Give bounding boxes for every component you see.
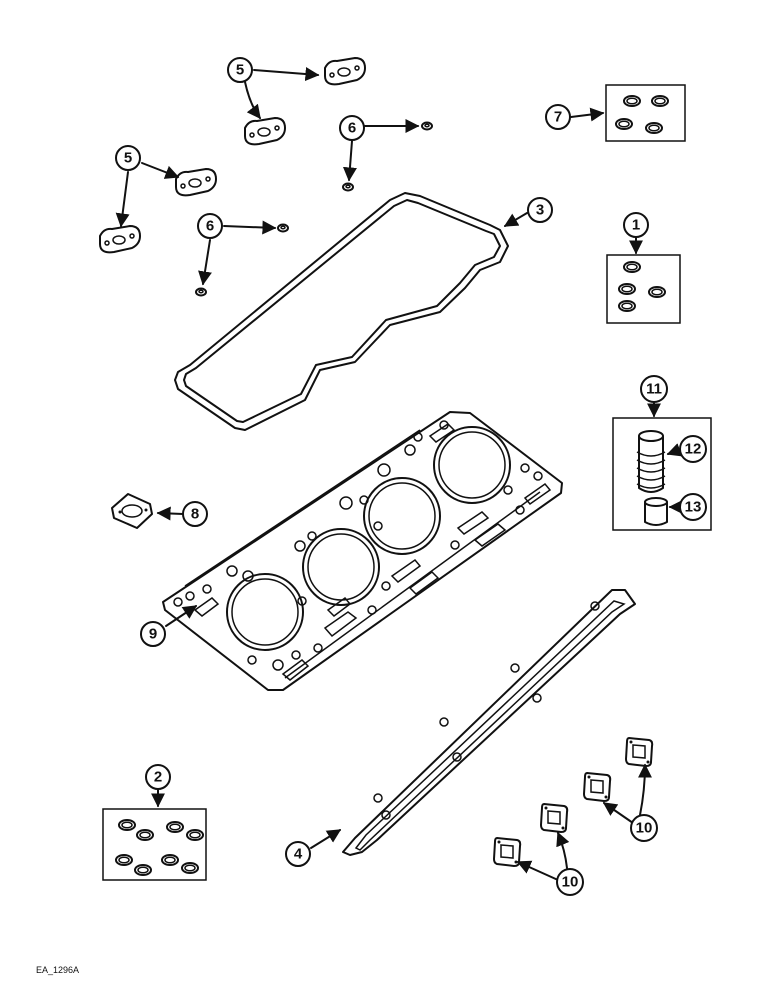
svg-text:1: 1 bbox=[632, 217, 640, 234]
svg-text:6: 6 bbox=[206, 218, 214, 235]
flange-gasket-upper bbox=[244, 117, 286, 146]
svg-text:13: 13 bbox=[685, 499, 702, 516]
callout-3: 3 bbox=[527, 197, 553, 223]
callout-7: 7 bbox=[545, 104, 571, 130]
flange-gasket-top bbox=[324, 57, 366, 86]
svg-text:7: 7 bbox=[554, 109, 562, 126]
callout-6-lower: 6 bbox=[197, 213, 223, 239]
manifold-gasket bbox=[342, 589, 636, 856]
svg-text:8: 8 bbox=[191, 506, 199, 523]
callout-9: 9 bbox=[140, 621, 166, 647]
svg-text:10: 10 bbox=[562, 874, 579, 891]
valve-seal-cup bbox=[644, 497, 668, 526]
svg-text:4: 4 bbox=[294, 846, 303, 863]
callout-1: 1 bbox=[623, 212, 649, 238]
callout-10-lower: 10 bbox=[556, 868, 584, 896]
plate-gasket-4 bbox=[493, 837, 522, 867]
callout-13: 13 bbox=[679, 493, 707, 521]
flange-gasket-middle bbox=[175, 168, 217, 197]
callout-4: 4 bbox=[285, 841, 311, 867]
valve-stem-seal-stack bbox=[636, 430, 666, 493]
seal-set-box-7 bbox=[605, 84, 686, 142]
svg-text:10: 10 bbox=[636, 820, 653, 837]
leader-lines bbox=[115, 67, 683, 881]
plate-gasket-3 bbox=[540, 803, 569, 833]
svg-text:3: 3 bbox=[536, 202, 544, 219]
svg-text:12: 12 bbox=[685, 441, 702, 458]
callout-10-upper: 10 bbox=[630, 814, 658, 842]
svg-text:6: 6 bbox=[348, 120, 356, 137]
valve-seal-box-11 bbox=[612, 417, 712, 531]
seal-set-box-2 bbox=[102, 808, 207, 881]
plate-gasket-1 bbox=[625, 737, 654, 767]
callout-2: 2 bbox=[145, 764, 171, 790]
cylinder-head-gasket bbox=[162, 411, 563, 691]
washer-1 bbox=[421, 121, 433, 131]
washer-3 bbox=[277, 223, 289, 233]
outlet-flange-gasket bbox=[111, 493, 153, 529]
reference-code: EA_1296A bbox=[36, 965, 79, 975]
flange-gasket-lower bbox=[99, 225, 141, 254]
washer-4 bbox=[195, 287, 207, 297]
callout-5-upper: 5 bbox=[227, 57, 253, 83]
rocker-cover-gasket bbox=[174, 192, 509, 431]
callout-12: 12 bbox=[679, 435, 707, 463]
callout-5-lower: 5 bbox=[115, 145, 141, 171]
callout-11: 11 bbox=[640, 375, 668, 403]
svg-text:11: 11 bbox=[646, 381, 662, 398]
svg-text:5: 5 bbox=[124, 150, 132, 167]
svg-text:5: 5 bbox=[236, 62, 244, 79]
plate-gasket-2 bbox=[583, 772, 612, 802]
svg-text:9: 9 bbox=[149, 626, 157, 643]
callout-8: 8 bbox=[182, 501, 208, 527]
o-ring-set-box-1 bbox=[606, 254, 681, 324]
callout-6-upper: 6 bbox=[339, 115, 365, 141]
svg-text:2: 2 bbox=[154, 769, 162, 786]
washer-2 bbox=[342, 182, 354, 192]
